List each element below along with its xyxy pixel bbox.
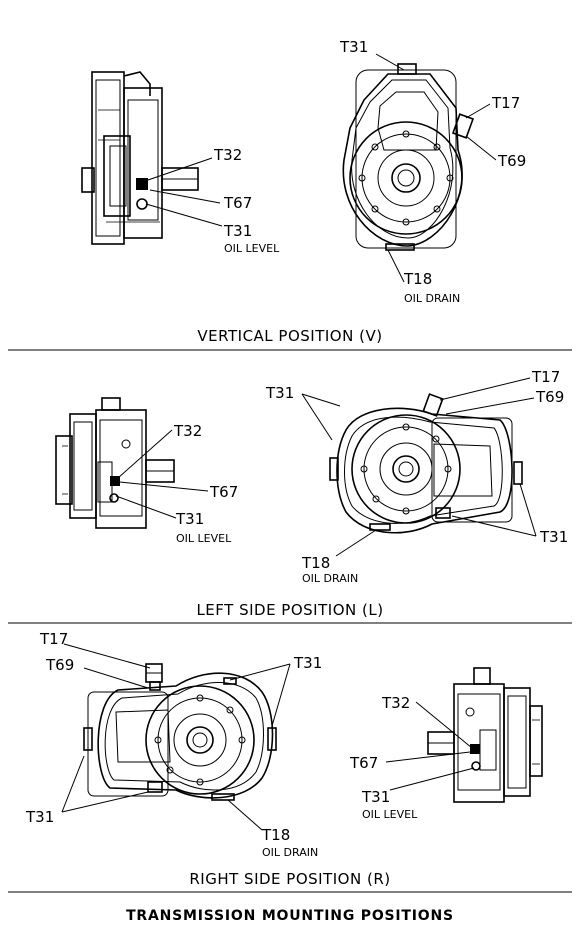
v-label-t32: T32: [213, 146, 242, 164]
l-label-t32: T32: [173, 422, 202, 440]
v-label-t18: T18: [403, 270, 432, 288]
l-caption: LEFT SIDE POSITION (L): [196, 601, 383, 619]
r-label-t31-top: T31: [293, 654, 322, 672]
r-label-oil-drain: OIL DRAIN: [262, 846, 318, 859]
left-side-view: [55, 397, 175, 529]
v-label-oil-level: OIL LEVEL: [224, 242, 280, 255]
v-label-t69: T69: [497, 152, 526, 170]
v-caption: VERTICAL POSITION (V): [197, 327, 382, 345]
v-label-t67: T67: [223, 194, 252, 212]
l-label-t31-top: T31: [265, 384, 294, 402]
vertical-leaders: [145, 53, 497, 283]
l-label-oil-level: OIL LEVEL: [176, 532, 232, 545]
main-title: TRANSMISSION MOUNTING POSITIONS: [126, 908, 454, 924]
r-label-t31-left: T31: [25, 808, 54, 826]
l-label-t17: T17: [531, 368, 560, 386]
r-label-t17: T17: [39, 630, 68, 648]
v-label-t31-level: T31: [223, 222, 252, 240]
r-label-t69: T69: [45, 656, 74, 674]
r-label-t67: T67: [349, 754, 378, 772]
l-label-oil-drain: OIL DRAIN: [302, 572, 358, 585]
v-label-t17: T17: [491, 94, 520, 112]
vertical-front-view: [342, 63, 475, 251]
v-label-oil-drain: OIL DRAIN: [404, 292, 460, 305]
v-label-t31-top: T31: [339, 38, 368, 56]
l-label-t31-level: T31: [175, 510, 204, 528]
l-label-t69: T69: [535, 388, 564, 406]
left-front-view: [329, 393, 523, 534]
left-leaders: [115, 377, 537, 557]
vertical-side-view: [81, 71, 199, 245]
right-leaders: [61, 643, 475, 831]
r-label-t18: T18: [261, 826, 290, 844]
r-label-t31-level: T31: [361, 788, 390, 806]
l-label-t31-right: T31: [539, 528, 568, 546]
l-label-t67: T67: [209, 483, 238, 501]
r-label-t32: T32: [381, 694, 410, 712]
l-label-t18: T18: [301, 554, 330, 572]
r-label-oil-level: OIL LEVEL: [362, 808, 418, 821]
right-front-view: [83, 663, 277, 801]
right-side-view: [427, 667, 543, 803]
r-caption: RIGHT SIDE POSITION (R): [189, 870, 390, 888]
